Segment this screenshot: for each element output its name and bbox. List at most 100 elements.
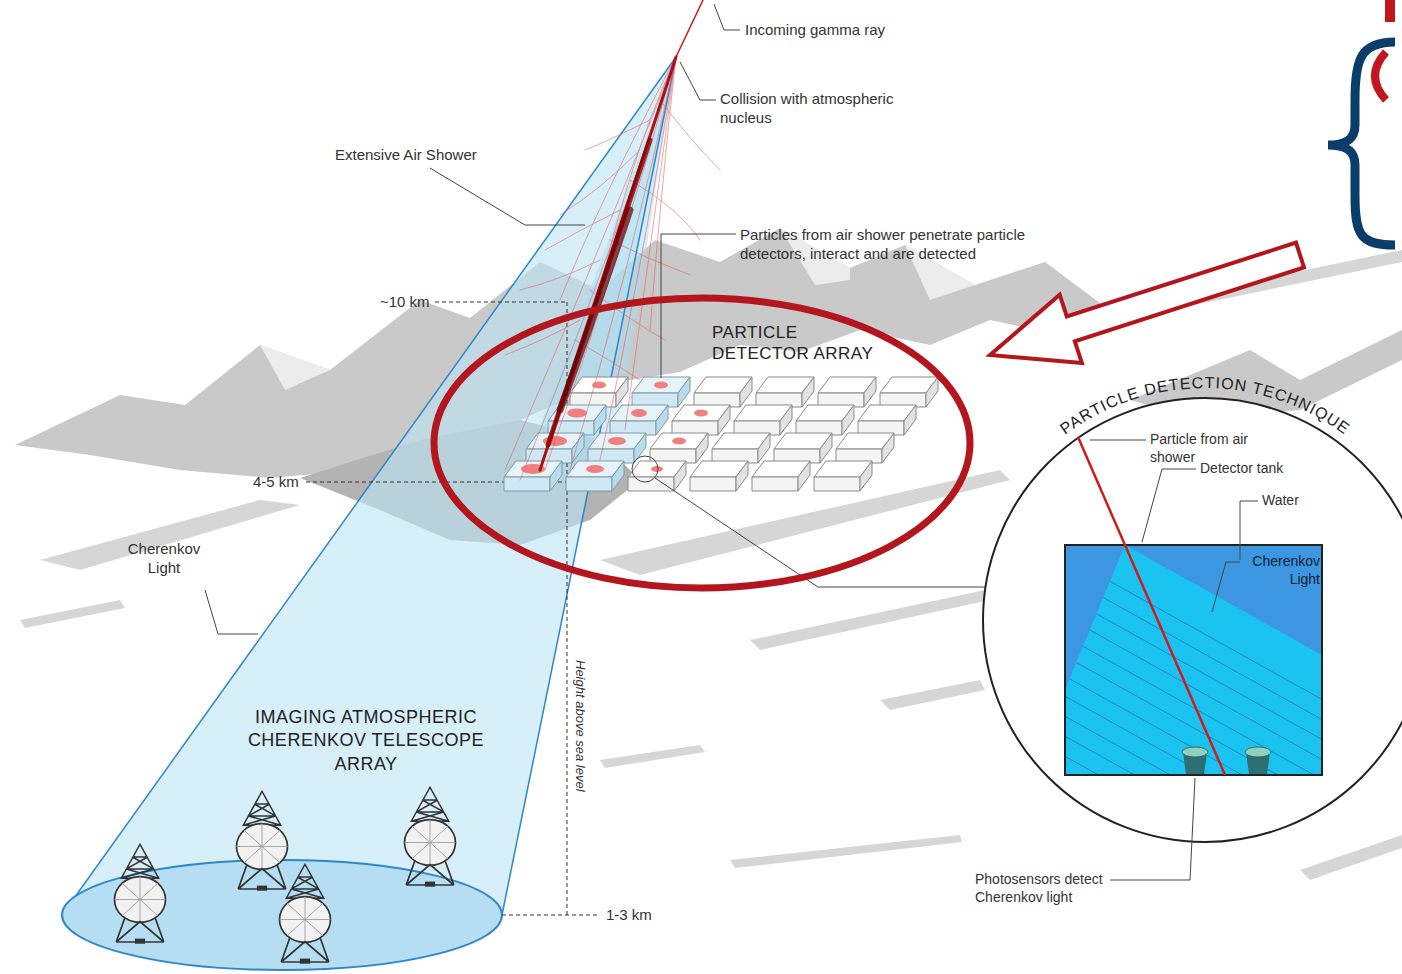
telescopes (237, 791, 288, 890)
air-shower (676, 0, 703, 57)
detection-inset (1000, 740, 1400, 963)
detection-inset (1110, 778, 1195, 880)
detection-inset (1000, 520, 1400, 743)
detector-array (796, 405, 854, 435)
detector-array (734, 405, 792, 435)
curved-title: PARTICLE DETECTION TECHNIQUE (1057, 374, 1353, 437)
detection-inset (1000, 660, 1400, 883)
detection-inset (1142, 469, 1196, 542)
detection-inset (1090, 440, 1258, 880)
cherenkov-cone (62, 57, 676, 970)
hit-spots (672, 438, 686, 445)
leader-lines (680, 62, 716, 100)
detection-inset (1065, 545, 1322, 775)
air-shower (660, 100, 720, 170)
detector-array (610, 405, 668, 435)
inset-label: Photosensors detect Cherenkov light (975, 871, 1135, 906)
array-title: PARTICLE DETECTOR ARRAY (712, 322, 892, 365)
hit-spots (521, 382, 708, 475)
detection-inset (1212, 562, 1240, 612)
hit-spots (608, 437, 626, 445)
leader-lines (205, 590, 258, 634)
height-markers (502, 915, 600, 916)
air-shower (540, 57, 676, 470)
cut-off-mark (1385, 0, 1395, 22)
detector-array (650, 433, 708, 463)
telescopes (280, 864, 331, 963)
cherenkov-cone (62, 57, 676, 915)
axis-label: Height above sea level (572, 660, 588, 792)
mountains (600, 745, 705, 768)
detection-inset (1000, 580, 1400, 803)
detector-array (672, 405, 730, 435)
detector-array (756, 377, 814, 407)
telescopes (115, 787, 456, 963)
detection-inset (1182, 747, 1208, 757)
telescope-array-title: IMAGING ATMOSPHERIC CHERENKOV TELESCOPE … (235, 706, 497, 776)
cherenkov-cone (520, 57, 676, 480)
detector-array (566, 461, 624, 491)
leader-lines (714, 4, 740, 30)
detection-inset (1182, 747, 1208, 774)
air-shower (520, 260, 600, 290)
detector-array (836, 433, 894, 463)
curved-title: PARTICLE DETECTION TECHNIQUE (1057, 374, 1353, 437)
pointer-arrow (990, 243, 1304, 364)
inset-label: Water (1262, 492, 1299, 510)
gamma-label: Incoming gamma ray (745, 21, 885, 40)
leader-lines (632, 456, 658, 482)
altitude-label: ~10 km (380, 293, 430, 312)
air-shower (610, 240, 690, 275)
hit-spots (651, 466, 663, 472)
telescopes (115, 844, 166, 943)
altitude-label: 1-3 km (606, 906, 652, 925)
mountains (20, 600, 125, 628)
detector-array (632, 377, 690, 407)
altitude-label: 4-5 km (253, 473, 299, 492)
hit-spots (694, 410, 708, 417)
hit-spots (631, 409, 647, 417)
air-shower (505, 57, 676, 470)
detection-inset (1000, 760, 1400, 974)
detection-inset (983, 398, 1402, 842)
detection-inset (1000, 540, 1400, 763)
detection-inset (1245, 747, 1271, 757)
detection-inset (1000, 560, 1400, 783)
detector-array (858, 405, 916, 435)
hit-spots (586, 465, 604, 473)
air-shower (520, 57, 676, 480)
detector-array (752, 461, 810, 491)
mountains (1300, 835, 1402, 880)
air-shower (560, 57, 676, 300)
detection-inset (1000, 720, 1400, 943)
air-shower (585, 120, 650, 150)
cherenkov-label: Cherenkov Light (116, 540, 212, 578)
inset-label: Detector tank (1200, 460, 1283, 478)
detection-inset (1240, 501, 1258, 560)
detection-inset (1078, 437, 1225, 775)
detector-array (814, 461, 872, 491)
air-shower (505, 0, 720, 480)
detection-inset (1065, 545, 1322, 775)
air-shower (505, 57, 720, 480)
shower-label: Extensive Air Shower (335, 146, 477, 165)
collision-label: Collision with atmospheric nucleus (720, 90, 935, 128)
detection-inset (1090, 440, 1146, 441)
brace (1328, 42, 1395, 245)
leader-lines (430, 168, 585, 225)
mountains (730, 835, 962, 868)
detection-inset (1000, 600, 1400, 823)
air-shower (630, 180, 700, 240)
cherenkov-cone (62, 57, 676, 915)
detector-array (504, 461, 562, 491)
detector-array (712, 433, 770, 463)
detector-array (774, 433, 832, 463)
inset-label: Cherenkov Light (1244, 553, 1320, 588)
mountains (260, 345, 330, 390)
detection-inset (1000, 520, 1400, 974)
detection-inset (1000, 640, 1400, 863)
mountains (750, 590, 990, 650)
detector-array (694, 377, 752, 407)
detection-inset (1245, 747, 1271, 774)
